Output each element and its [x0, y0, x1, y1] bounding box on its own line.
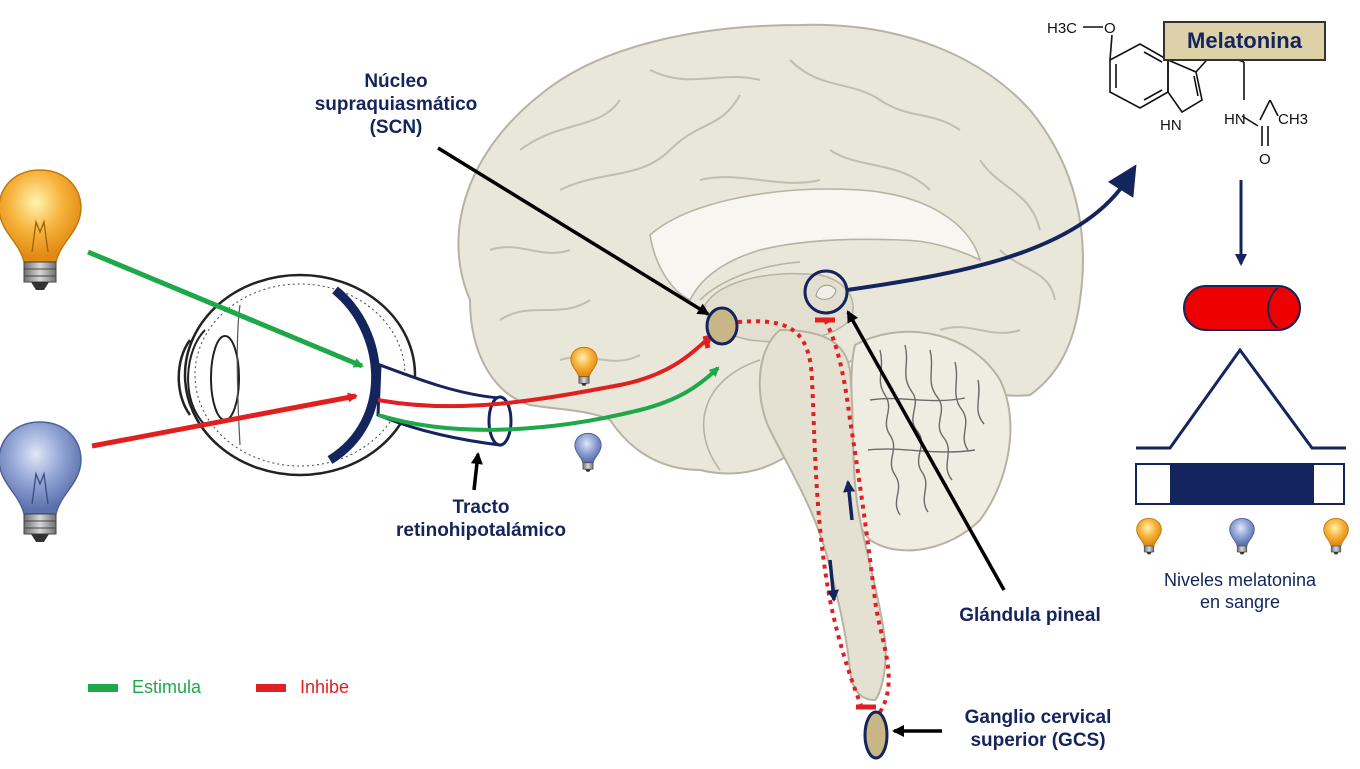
blood-levels-line2: en sangre: [1130, 592, 1350, 614]
molecule-amide-nh-label: HN: [1224, 111, 1246, 128]
lightbulb-warm-icon: [1137, 518, 1162, 554]
day-night-bar: [1136, 464, 1344, 504]
legend-inhibit-label: Inhibe: [300, 677, 349, 698]
legend-stimulate-label: Estimula: [132, 677, 201, 698]
tract-label: Tracto retinohipotalámico: [366, 496, 596, 542]
scn-nucleus: [707, 308, 737, 344]
lightbulb-blue-icon: [1230, 518, 1255, 554]
cerebellum: [848, 332, 1010, 551]
legend-stimulate: Estimula: [88, 677, 201, 698]
lightbulb-warm-icon: [1324, 518, 1349, 554]
molecule-methyl2-label: CH3: [1278, 111, 1308, 128]
melatonin-level-curve: [1136, 350, 1346, 448]
legend-stimulate-swatch: [88, 684, 118, 692]
gcs-label-line1: Ganglio cervical: [938, 706, 1138, 729]
melatonin-title-box: Melatonina: [1163, 21, 1326, 61]
gcs-label-line2: superior (GCS): [938, 729, 1138, 752]
lightbulb-warm-icon: [0, 170, 81, 290]
scn-label-line1: Núcleo: [286, 70, 506, 93]
legend-inhibit-swatch: [256, 684, 286, 692]
eye-icon: [179, 275, 511, 475]
molecule-carbonyl-o-label: O: [1259, 151, 1271, 168]
lightbulb-blue-icon: [575, 433, 601, 471]
legend-inhibit: Inhibe: [256, 677, 349, 698]
scn-label-line3: (SCN): [286, 116, 506, 139]
molecule-indole-nh-label: HN: [1160, 117, 1182, 134]
lightbulb-blue-icon: [0, 422, 81, 542]
tract-label-line1: Tracto: [366, 496, 596, 519]
melatonin-title: Melatonina: [1187, 28, 1302, 54]
scn-label-line2: supraquiasmático: [286, 93, 506, 116]
brain-illustration: [458, 25, 1083, 700]
gcs-label: Ganglio cervical superior (GCS): [938, 706, 1138, 752]
capsule-icon: [1184, 286, 1300, 330]
molecule-methyl-label: H3C: [1047, 20, 1077, 37]
pineal-label: Glándula pineal: [930, 604, 1130, 627]
scn-label: Núcleo supraquiasmático (SCN): [286, 70, 506, 140]
molecule-oxygen-label: O: [1104, 20, 1116, 37]
blood-levels-label: Niveles melatonina en sangre: [1130, 570, 1350, 614]
blood-levels-line1: Niveles melatonina: [1130, 570, 1350, 592]
gcs-ganglion: [865, 712, 887, 758]
tract-pointer-arrow: [474, 454, 478, 490]
tract-label-line2: retinohipotalámico: [366, 519, 596, 542]
